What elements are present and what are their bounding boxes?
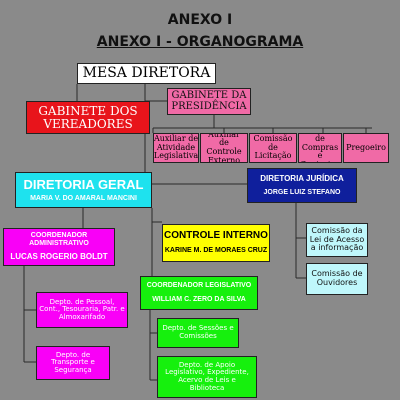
node-title: COORDENADOR LEGISLATIVO	[146, 282, 252, 290]
node-gabinete-vereadores: GABINETE DOS VEREADORES	[26, 101, 150, 134]
node-coordenador-legislativo: COORDENADOR LEGISLATIVO WILLIAM C. ZERO …	[140, 276, 258, 310]
node-pregoeiro: Pregoeiro	[343, 133, 389, 163]
node-label: MESA DIRETORA	[82, 64, 211, 81]
node-depto-pessoal: Depto. de Pessoal, Cont., Tesouraria, Pa…	[36, 292, 128, 328]
node-label: Auxiliar de Compras e Contratos	[300, 134, 340, 162]
node-diretoria-juridica: DIRETORIA JURÍDICA JORGE LUIZ STEFANO	[247, 168, 357, 203]
node-person: LUCAS ROGERIO BOLDT	[10, 252, 108, 262]
node-label: GABINETE DOS VEREADORES	[38, 103, 138, 131]
node-auxiliar-controle: Auxiliar de Controle Externo	[200, 133, 248, 163]
node-gabinete-presidencia: GABINETE DA PRESIDÊNCIA	[167, 88, 251, 115]
page-heading: ANEXO I	[167, 12, 233, 28]
page-title: ANEXO I - ORGANOGRAMA	[96, 34, 304, 50]
node-person: KARINE M. DE MORAES CRUZ	[164, 247, 268, 255]
node-comissao-licitacao: Comissão de Licitação	[249, 133, 297, 163]
node-depto-apoio: Depto. de Apoio Legislativo, Expediente,…	[157, 356, 257, 398]
node-person: WILLIAM C. ZERO DA SILVA	[152, 296, 246, 303]
node-person: JORGE LUIZ STEFANO	[263, 188, 341, 196]
node-person: MARIA V. DO AMARAL MANCINI	[30, 194, 137, 202]
node-label: Pregoeiro	[346, 142, 386, 152]
node-depto-transporte: Depto. de Transporte e Segurança	[36, 346, 110, 380]
node-label: Comissão da Lei de Acesso a informação	[309, 226, 365, 253]
node-label: Auxiliar de Atividade Legislativa	[153, 134, 199, 161]
node-auxiliar-atividade: Auxiliar de Atividade Legislativa	[153, 133, 199, 163]
node-title: DIRETORIA GERAL	[23, 176, 144, 192]
node-mesa-diretora: MESA DIRETORA	[77, 63, 216, 84]
node-coordenador-administrativo: COORDENADOR ADMINISTRATIVO LUCAS ROGERIO…	[3, 228, 115, 266]
node-label: Comissão de Licitação	[253, 134, 293, 161]
node-label: GABINETE DA PRESIDÊNCIA	[171, 89, 247, 112]
node-label: Depto. de Pessoal, Cont., Tesouraria, Pa…	[39, 297, 125, 321]
node-diretoria-geral: DIRETORIA GERAL MARIA V. DO AMARAL MANCI…	[15, 172, 152, 208]
node-label: Depto. de Sessões e Comissões	[162, 324, 234, 340]
node-controle-interno: CONTROLE INTERNO KARINE M. DE MORAES CRU…	[162, 224, 270, 262]
node-title: CONTROLE INTERNO	[164, 230, 268, 242]
node-title: COORDENADOR ADMINISTRATIVO	[29, 232, 89, 247]
node-depto-sessoes: Depto. de Sessões e Comissões	[157, 318, 239, 348]
node-auxiliar-compras: Auxiliar de Compras e Contratos	[298, 133, 342, 163]
node-label: Auxiliar de Controle Externo	[206, 133, 242, 163]
node-comissao-ouvidores: Comissão de Ouvidores	[306, 263, 368, 295]
node-comissao-lei-acesso: Comissão da Lei de Acesso a informação	[306, 223, 368, 257]
node-label: Depto. de Transporte e Segurança	[51, 350, 95, 374]
node-label: Depto. de Apoio Legislativo, Expediente,…	[165, 360, 249, 392]
node-label: Comissão de Ouvidores	[311, 269, 363, 287]
node-title: DIRETORIA JURÍDICA	[260, 173, 344, 183]
